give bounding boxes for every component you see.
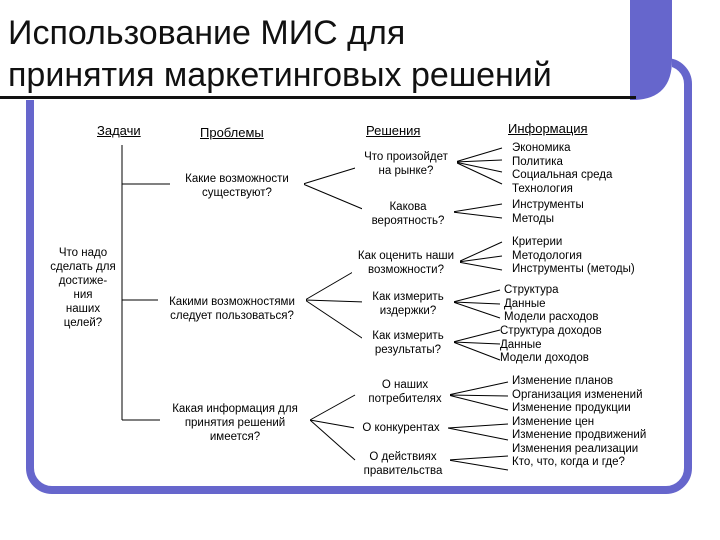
solution-node-7: О конкурентах — [354, 421, 448, 435]
header-solutions: Решения — [366, 123, 421, 138]
slide-title-line-2: принятия маркетинговых решений — [8, 56, 552, 94]
header-tasks: Задачи — [97, 123, 141, 138]
slide-title-line-1: Использование МИС для — [8, 14, 406, 52]
header-information: Информация — [508, 121, 588, 136]
title-underline — [0, 96, 636, 99]
header-problems: Проблемы — [200, 125, 264, 140]
